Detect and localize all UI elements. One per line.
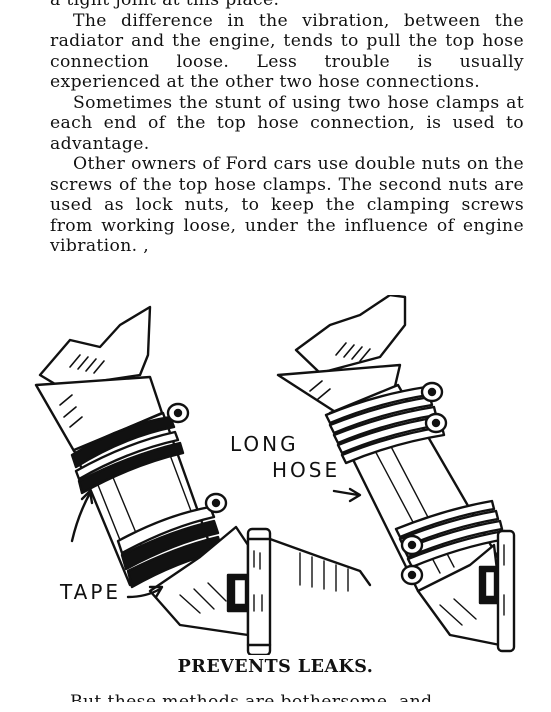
arrow-to-left-tape-top <box>70 489 94 543</box>
paragraph: Other owners of Ford cars use double nut… <box>50 154 524 256</box>
right-bottom-clamps <box>394 499 508 586</box>
cut-off-line: But these methods are bothersome, and <box>70 692 433 712</box>
hose-illustration: LONG HOSE TAPE <box>0 295 551 655</box>
left-radiator-neck <box>34 305 164 453</box>
right-engine-outlet <box>416 529 516 653</box>
label-hose: HOSE <box>272 458 340 482</box>
label-tape: TAPE <box>59 580 121 604</box>
arrow-to-right-hose <box>332 487 362 503</box>
label-long: LONG <box>230 432 299 456</box>
figure-caption: PREVENTS LEAKS. <box>177 657 374 677</box>
paragraph: The difference in the vibration, between… <box>50 10 524 93</box>
arrow-from-tape-label <box>126 585 164 599</box>
paragraph: a tight joint at this place. <box>50 0 280 10</box>
body-text: a tight joint at this place. The differe… <box>50 0 524 257</box>
left-engine-outlet <box>148 525 372 655</box>
left-bottom-clamps <box>116 492 228 589</box>
paragraph: Sometimes the stunt of using two hose cl… <box>50 92 524 154</box>
right-top-clamps <box>324 381 448 465</box>
left-top-clamps <box>70 402 190 495</box>
